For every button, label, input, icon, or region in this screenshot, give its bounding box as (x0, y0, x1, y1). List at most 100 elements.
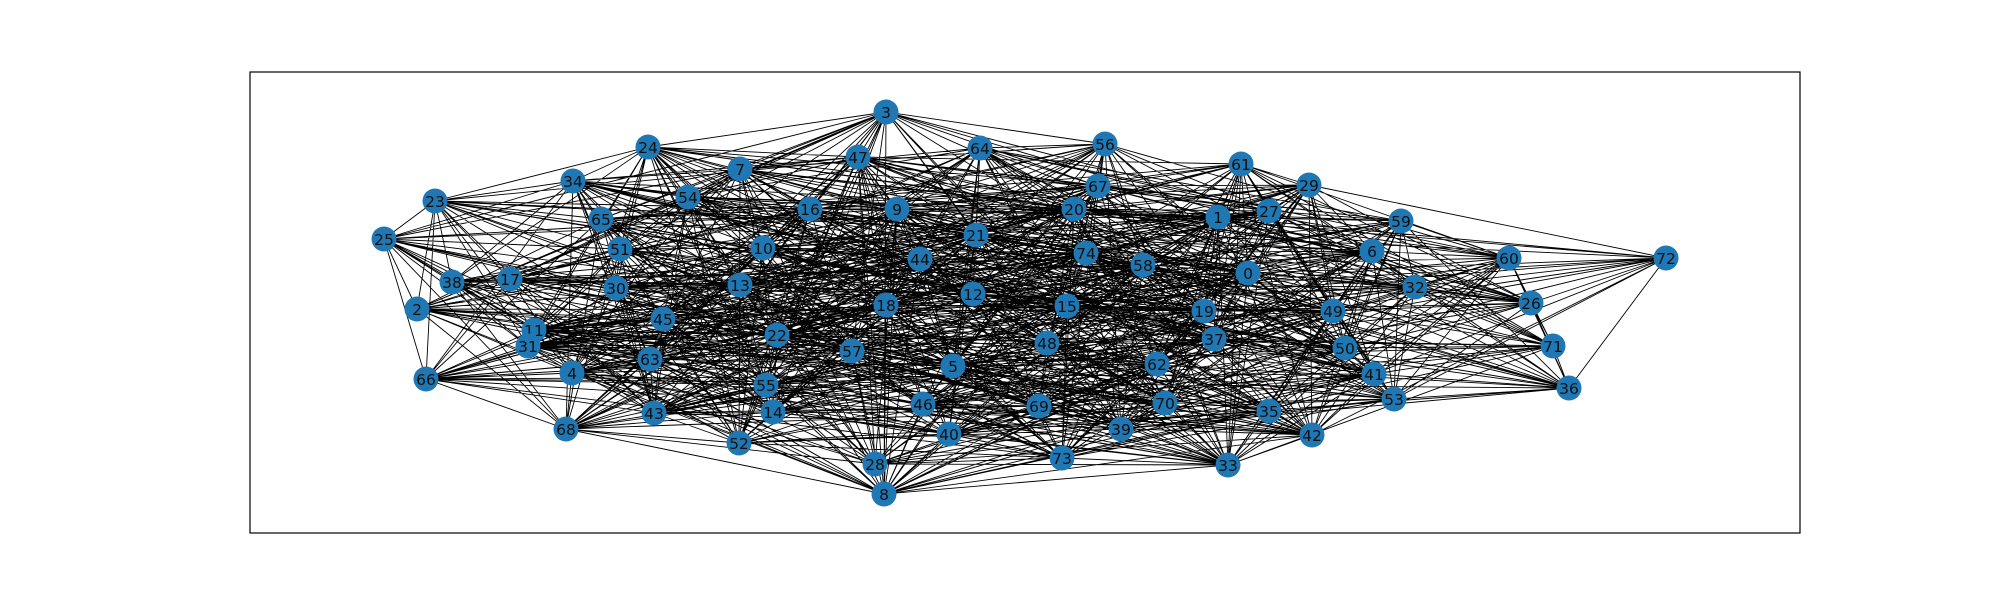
node-label: 49 (1323, 303, 1343, 321)
node-label: 38 (442, 274, 462, 292)
graph-node-18: 18 (873, 292, 899, 318)
graph-node-6: 6 (1359, 238, 1385, 264)
node-marker (637, 346, 663, 372)
graph-node-42: 42 (1299, 422, 1325, 448)
node-label: 6 (1367, 243, 1377, 261)
node-label: 74 (1076, 245, 1096, 263)
graph-node-72: 72 (1653, 245, 1679, 271)
node-label: 68 (556, 421, 576, 439)
node-label: 9 (892, 201, 902, 219)
graph-node-35: 35 (1256, 398, 1282, 424)
graph-node-20: 20 (1061, 196, 1087, 222)
graph-node-39: 39 (1108, 416, 1134, 442)
node-label: 45 (653, 311, 673, 329)
node-label: 54 (678, 189, 698, 207)
node-label: 55 (756, 377, 776, 395)
node-marker (760, 399, 786, 425)
graph-node-36: 36 (1556, 375, 1582, 401)
node-marker (936, 421, 962, 447)
graph-node-37: 37 (1201, 326, 1227, 352)
node-label: 32 (1405, 279, 1425, 297)
node-marker (439, 269, 465, 295)
node-marker (1054, 293, 1080, 319)
graph-node-0: 0 (1235, 260, 1261, 286)
graph-node-74: 74 (1073, 240, 1099, 266)
node-marker (1026, 393, 1052, 419)
node-marker (764, 322, 790, 348)
graph-node-65: 65 (588, 206, 614, 232)
graph-node-8: 8 (871, 481, 897, 507)
node-marker (1235, 260, 1261, 286)
graph-node-14: 14 (760, 399, 786, 425)
graph-node-47: 47 (845, 144, 871, 170)
node-marker (1256, 198, 1282, 224)
graph-node-41: 41 (1361, 361, 1387, 387)
node-label: 62 (1147, 356, 1167, 374)
plot-frame (249, 71, 1801, 534)
node-marker (559, 360, 585, 386)
node-label: 56 (1095, 136, 1115, 154)
node-label: 23 (425, 193, 445, 211)
node-marker (1228, 151, 1254, 177)
node-marker (753, 372, 779, 398)
node-label: 36 (1559, 380, 1579, 398)
node-marker (553, 416, 579, 442)
graph-node-7: 7 (727, 156, 753, 182)
graph-node-29: 29 (1296, 172, 1322, 198)
node-label: 40 (939, 426, 959, 444)
node-marker (1388, 208, 1414, 234)
node-marker (588, 206, 614, 232)
node-marker (1359, 238, 1385, 264)
node-marker (497, 266, 523, 292)
node-label: 0 (1243, 265, 1253, 283)
node-label: 46 (913, 396, 933, 414)
node-label: 42 (1302, 427, 1322, 445)
node-label: 37 (1204, 331, 1224, 349)
graph-node-46: 46 (910, 391, 936, 417)
graph-node-22: 22 (764, 322, 790, 348)
node-label: 44 (910, 251, 930, 269)
graph-node-1: 1 (1205, 204, 1231, 230)
node-label: 59 (1391, 213, 1411, 231)
graph-node-32: 32 (1402, 274, 1428, 300)
node-label: 73 (1052, 450, 1072, 468)
graph-node-2: 2 (404, 296, 430, 322)
graph-node-30: 30 (603, 275, 629, 301)
node-label: 12 (963, 286, 983, 304)
graph-node-25: 25 (371, 226, 397, 252)
node-label: 16 (800, 201, 820, 219)
graph-node-48: 48 (1034, 330, 1060, 356)
graph-node-44: 44 (907, 246, 933, 272)
node-marker (1215, 452, 1241, 478)
graph-node-73: 73 (1049, 445, 1075, 471)
node-marker (1191, 298, 1217, 324)
node-marker (727, 156, 753, 182)
node-marker (1205, 204, 1231, 230)
node-marker (1402, 274, 1428, 300)
node-marker (422, 188, 448, 214)
node-marker (1496, 245, 1522, 271)
node-marker (873, 292, 899, 318)
node-marker (1540, 333, 1566, 359)
node-label: 17 (500, 271, 520, 289)
node-label: 66 (416, 371, 436, 389)
node-marker (960, 281, 986, 307)
graph-node-31: 31 (515, 333, 541, 359)
node-label: 10 (753, 240, 773, 258)
node-label: 22 (767, 327, 787, 345)
node-label: 20 (1064, 201, 1084, 219)
node-marker (967, 135, 993, 161)
node-marker (1556, 375, 1582, 401)
graph-node-27: 27 (1256, 198, 1282, 224)
graph-node-15: 15 (1054, 293, 1080, 319)
node-marker (607, 236, 633, 262)
node-marker (603, 275, 629, 301)
node-marker (940, 353, 966, 379)
node-label: 63 (640, 351, 660, 369)
node-marker (371, 226, 397, 252)
node-label: 58 (1133, 257, 1153, 275)
node-label: 26 (1521, 295, 1541, 313)
graph-node-16: 16 (797, 196, 823, 222)
graph-node-34: 34 (560, 168, 586, 194)
node-marker (635, 134, 661, 160)
